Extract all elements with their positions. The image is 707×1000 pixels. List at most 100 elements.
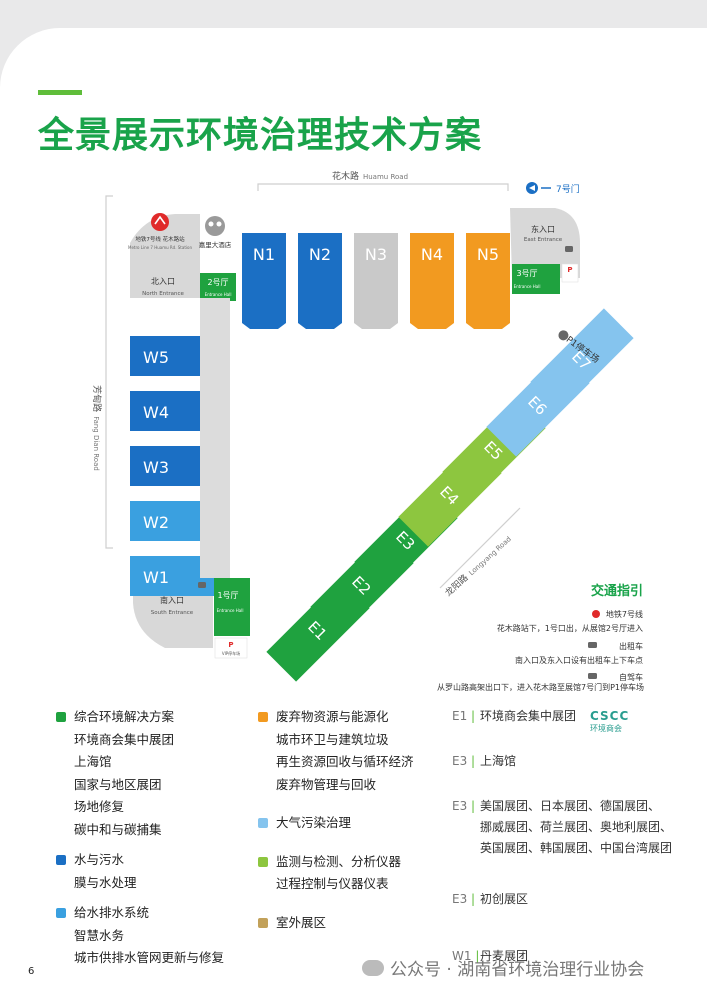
metro-station-label: 地铁7号线 花木路站	[135, 235, 185, 243]
hall1-box	[214, 578, 250, 636]
legend-color-swatch	[258, 818, 268, 829]
huamu-road-line	[257, 183, 509, 191]
hall2-en-label: Entrance Hall	[205, 292, 232, 297]
hall-assignment-text: 环境商会集中展团	[480, 706, 576, 727]
legend-color-swatch	[56, 908, 66, 919]
legend-sub-item: 废弃物管理与回收	[276, 776, 377, 792]
legend-category-label: 监测与检测、分析仪器	[276, 853, 402, 869]
page-title: 全景展示环境治理技术方案	[38, 115, 483, 156]
page-number: 6	[28, 966, 35, 977]
hall-code-text: E3	[452, 754, 468, 768]
hall-code-text: E1	[452, 709, 468, 723]
hall-code-divider: |	[467, 709, 476, 723]
hall-assignment-row: E1 | 环境商会集中展团	[452, 706, 672, 727]
wechat-icon	[362, 959, 384, 976]
hall1-label: 1号厅	[217, 591, 238, 600]
hall-assignment-text: 丹麦展团	[480, 946, 528, 967]
metro-station-en-label: Metro Line 7 Huamu Rd. Station	[128, 245, 192, 250]
svg-text:W4: W4	[143, 403, 169, 422]
vip-parking-icon: P	[228, 641, 233, 649]
hall-n5: N5	[466, 233, 510, 329]
legend-color-swatch	[258, 712, 268, 723]
legend-column-1: 综合环境解决方案环境商会集中展团上海馆国家与地区展团场地修复碳中和与碳捕集水与污…	[56, 706, 224, 978]
hall-n4: N4	[410, 233, 454, 329]
legend-color-swatch	[56, 712, 66, 723]
road-outlines	[105, 183, 521, 589]
hall-assignment-text: 美国展团、日本展团、德国展团、挪威展团、荷兰展团、奥地利展团、英国展团、韩国展团…	[480, 796, 672, 859]
hall-assignment-row: W1 |丹麦展团	[452, 946, 672, 967]
south-entrance-label: 南入口	[160, 595, 184, 605]
legend-sub-item: 再生资源回收与循环经济	[276, 754, 414, 769]
legend-group: 大气污染治理	[258, 812, 414, 835]
taxi-icon-east	[565, 246, 573, 252]
fangdian-road-line	[105, 195, 113, 549]
hall-assignment-text: 初创展区	[480, 889, 528, 910]
legend-sub-item: 上海馆	[74, 754, 112, 769]
vip-parking-label: VIP停车场	[222, 650, 240, 656]
hall-n1: N1	[242, 233, 286, 329]
hall-assignment-text: 上海馆	[480, 751, 516, 772]
legend-column-3: E1 | 环境商会集中展团 E3 | 上海馆 E3 | 美国展团、日本展团、德国展团、挪威…	[452, 706, 672, 967]
hall-code-divider: |	[467, 799, 476, 813]
watermark-text: 公众号 · 湖南省环境治理行业协会	[390, 960, 645, 980]
taxi-icon-south	[198, 582, 206, 588]
legend-sub-item: 场地修复	[74, 799, 125, 814]
svg-text:W3: W3	[143, 458, 169, 477]
parking-east-box	[561, 263, 579, 283]
svg-text:N2: N2	[309, 245, 331, 264]
hall-code: W1 |	[452, 946, 480, 967]
legend-sub-item: 碳中和与碳捕集	[74, 821, 162, 837]
traffic-car-label: 自驾车	[619, 672, 643, 682]
hall3-label: 3号厅	[516, 269, 537, 278]
west-corridor	[200, 298, 230, 578]
west-road-label: 芳甸路Fang Dian Road	[91, 385, 103, 471]
legend-group-head: 大气污染治理	[258, 812, 414, 835]
parking-east-icon: P	[567, 266, 572, 274]
legend-group: 给水排水系统智慧水务城市供排水管网更新与修复	[56, 902, 224, 970]
hall-n3: N3	[354, 233, 398, 329]
svg-text:芳甸路Fang Dian Road: 芳甸路Fang Dian Road	[91, 385, 103, 471]
hall-assignment-line: 初创展区	[480, 892, 529, 906]
hall-code-divider: |	[467, 754, 476, 768]
traffic-car-text: 从罗山路高架出口下，进入花木路至展馆7号门到P1停车场	[436, 683, 644, 692]
hall-code-text: W1	[452, 949, 472, 963]
east-entrance-en-label: East Entrance	[524, 237, 563, 243]
hotel-label: 嘉里大酒店	[199, 240, 232, 249]
legend-sub-item: 国家与地区展团	[74, 776, 162, 792]
legend-column-2: 废弃物资源与能源化城市环卫与建筑垃圾再生资源回收与循环经济废弃物管理与回收大气污…	[258, 706, 414, 942]
legend-category-label: 综合环境解决方案	[74, 709, 175, 724]
legend-group-head: 室外展区	[258, 912, 414, 935]
legend-group: 水与污水膜与水处理	[56, 849, 224, 894]
legend-category-label: 大气污染治理	[276, 815, 352, 830]
hall-code-divider: |	[471, 949, 480, 963]
cscc-logo-text: CSCC	[590, 709, 630, 723]
cscc-logo-subtext: 环境商会	[590, 724, 622, 733]
legend-sub-item: 环境商会集中展团	[74, 731, 175, 747]
hall1-en-label: Entrance Hall	[217, 608, 244, 613]
legend-category-label: 废弃物资源与能源化	[276, 709, 389, 724]
legend-color-swatch	[56, 855, 66, 866]
north-entrance-en-label: North Entrance	[142, 291, 184, 297]
legend-group: 室外展区	[258, 912, 414, 935]
legend-category-label: 水与污水	[74, 852, 125, 867]
legend-group-head: 给水排水系统	[56, 902, 224, 925]
hall-assignment-row: E3 | 上海馆	[452, 751, 672, 772]
south-entrance-en-label: South Entrance	[151, 610, 194, 616]
gate7-label: 7号门	[556, 183, 580, 195]
hall-code-text: E3	[452, 799, 468, 813]
svg-text:N5: N5	[477, 245, 499, 264]
legend-color-swatch	[258, 917, 268, 928]
hall-e7: E7	[530, 308, 634, 412]
traffic-metro-text: 花木路站下，1号口出，从展馆2号厅进入	[497, 623, 643, 633]
northeast-area	[510, 208, 580, 278]
legend-sub-item: 过程控制与仪器仪表	[276, 876, 389, 891]
hall2-box	[200, 273, 236, 301]
hall3-en-label: Entrance Hall	[514, 284, 541, 289]
northwest-area	[130, 214, 200, 298]
cscc-logo: CSCC 环境商会	[590, 709, 630, 739]
svg-text:W1: W1	[143, 568, 169, 587]
legend-group-head: 综合环境解决方案	[56, 706, 224, 729]
